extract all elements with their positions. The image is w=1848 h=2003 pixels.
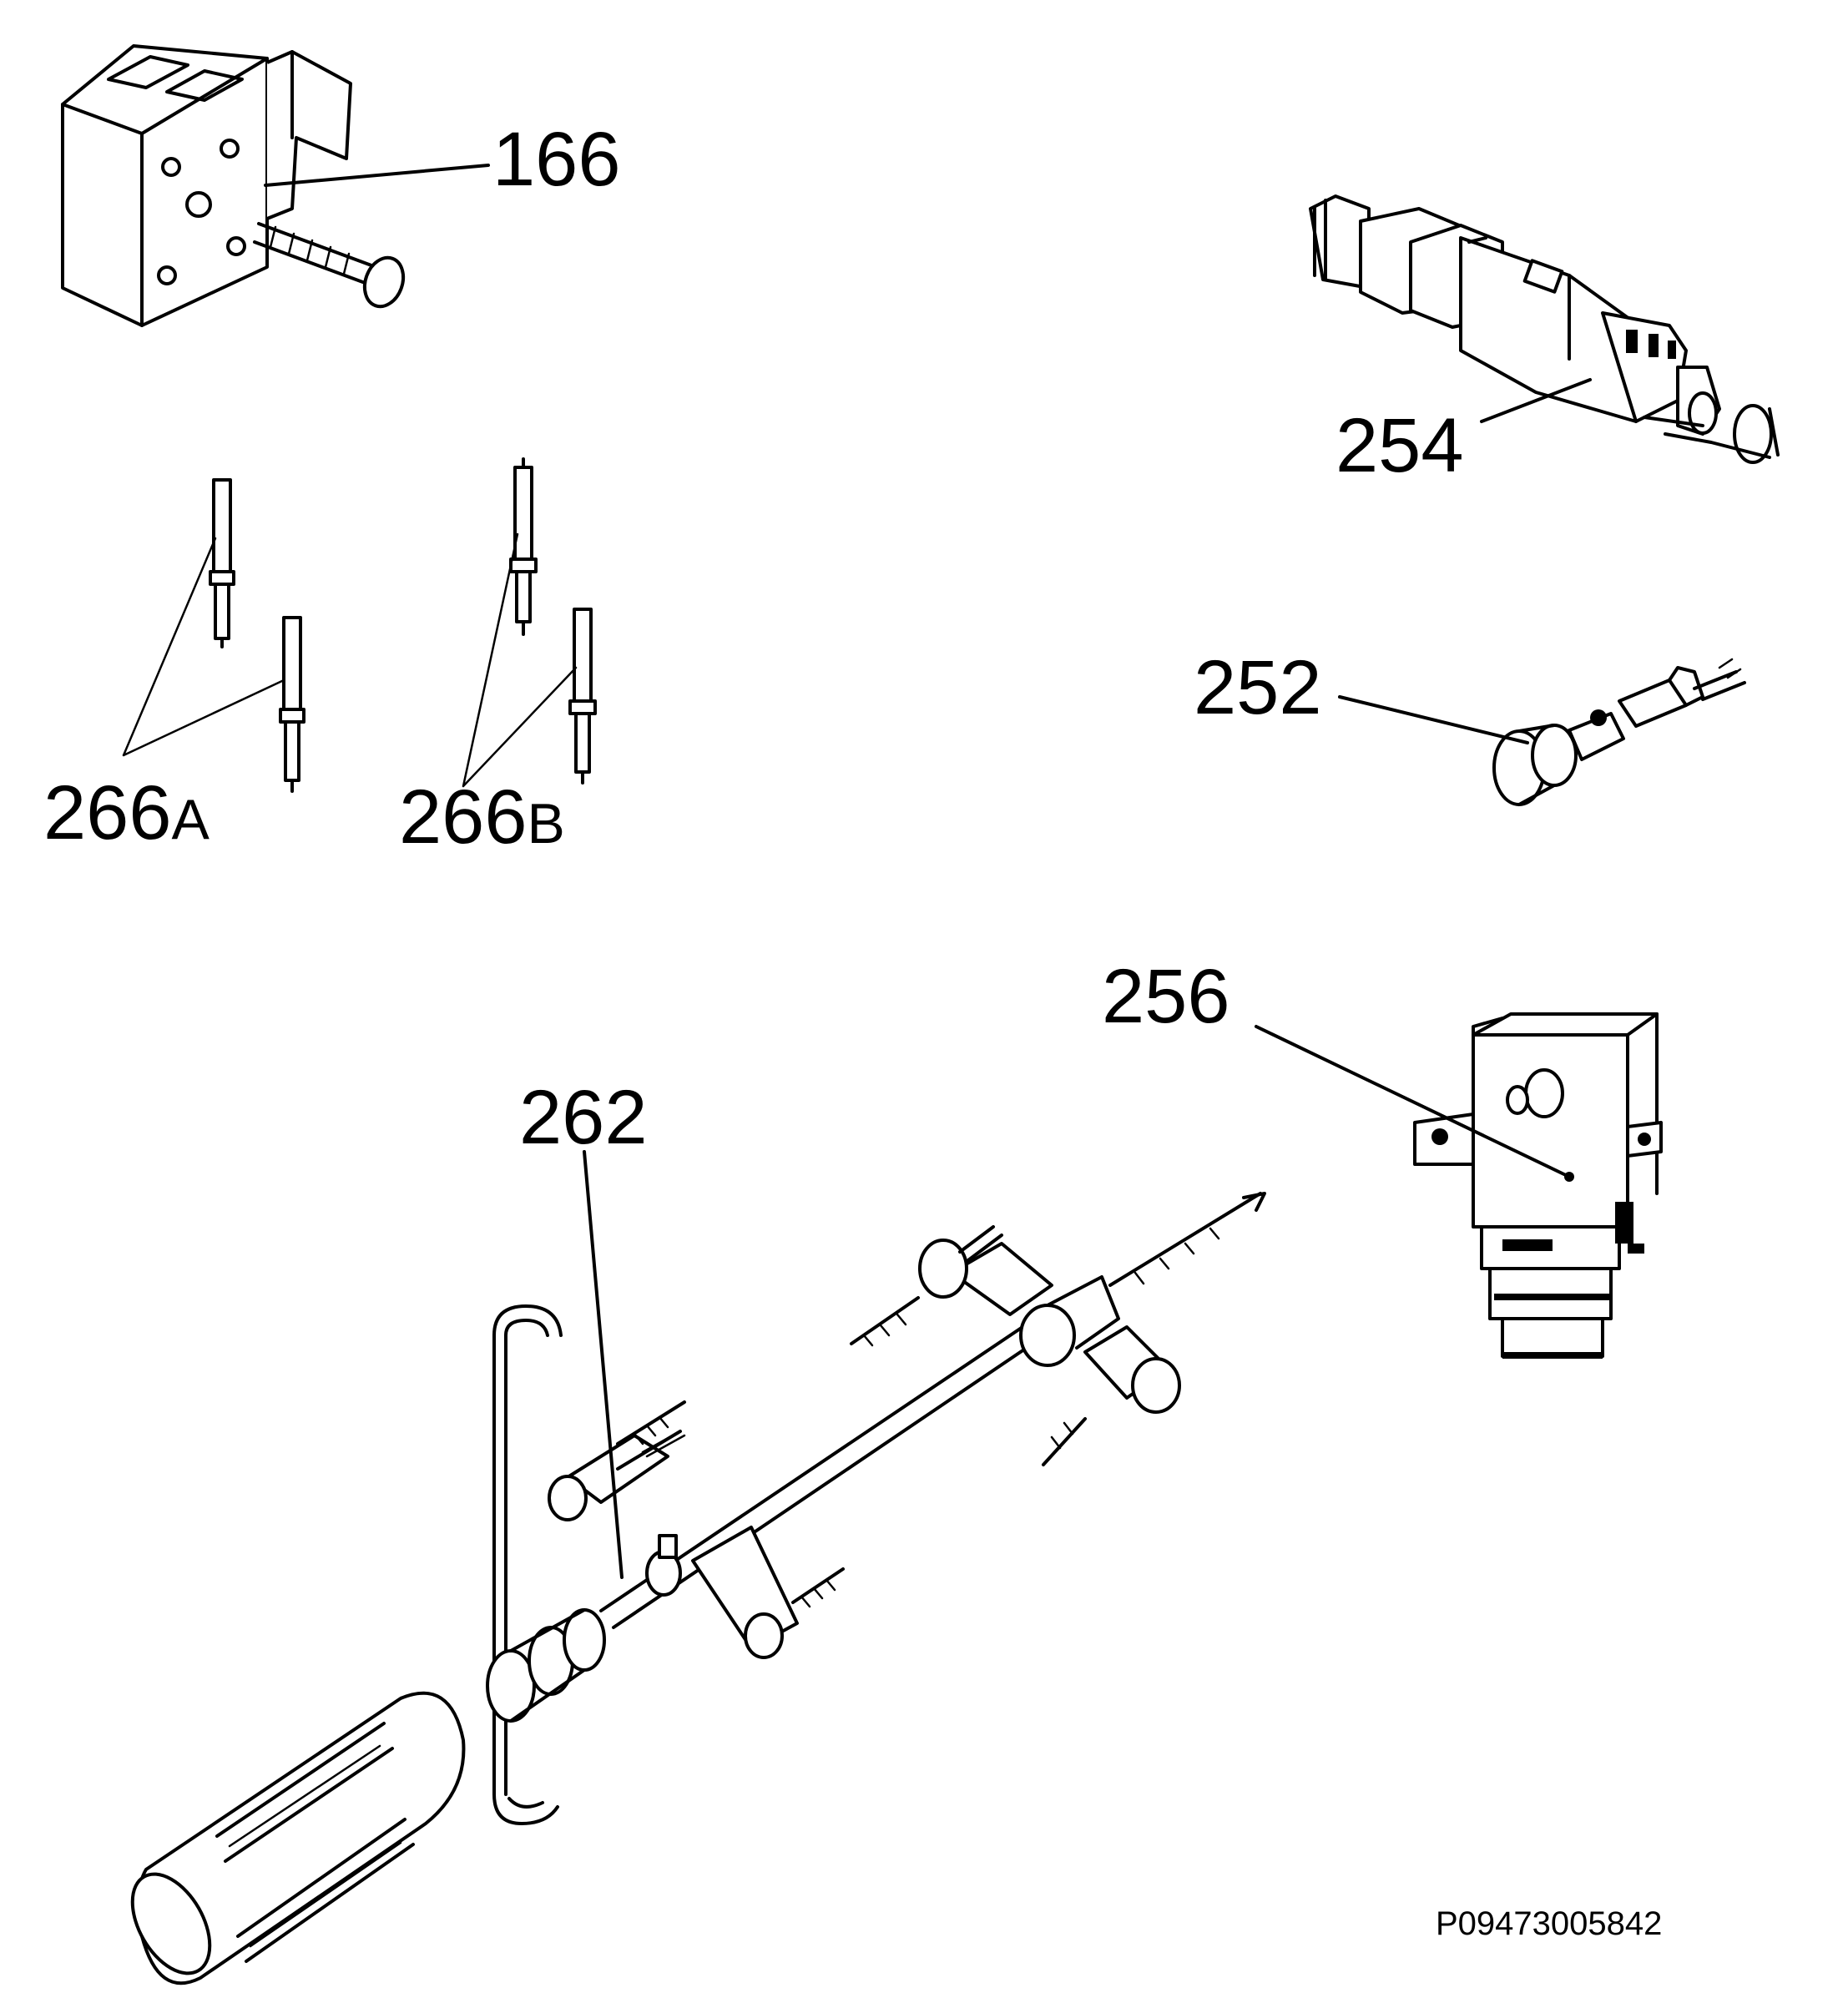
part-266b-thermocouples [462, 457, 597, 788]
callout-262: 262 [519, 1075, 648, 1160]
callout-266b-number: 266B [399, 774, 565, 860]
callout-166: 166 [492, 117, 621, 202]
part-166-valve-block [61, 44, 490, 327]
drawing-number: P09473005842 [1436, 1905, 1662, 1942]
callout-254: 254 [1336, 403, 1464, 488]
part-254-solenoid-valve [1309, 194, 1780, 464]
callout-266a-suffix: A [172, 788, 210, 851]
part-266a-thermocouples [122, 478, 305, 793]
part-262-burner-assembly [130, 1150, 1266, 1985]
callout-256: 256 [1102, 954, 1230, 1039]
callout-266b-suffix: B [528, 792, 565, 855]
part-252-connector [1338, 658, 1746, 806]
callout-266a-number: 266A [43, 770, 210, 855]
part-256-gas-valve [1255, 1012, 1663, 1359]
callout-252: 252 [1194, 645, 1322, 730]
